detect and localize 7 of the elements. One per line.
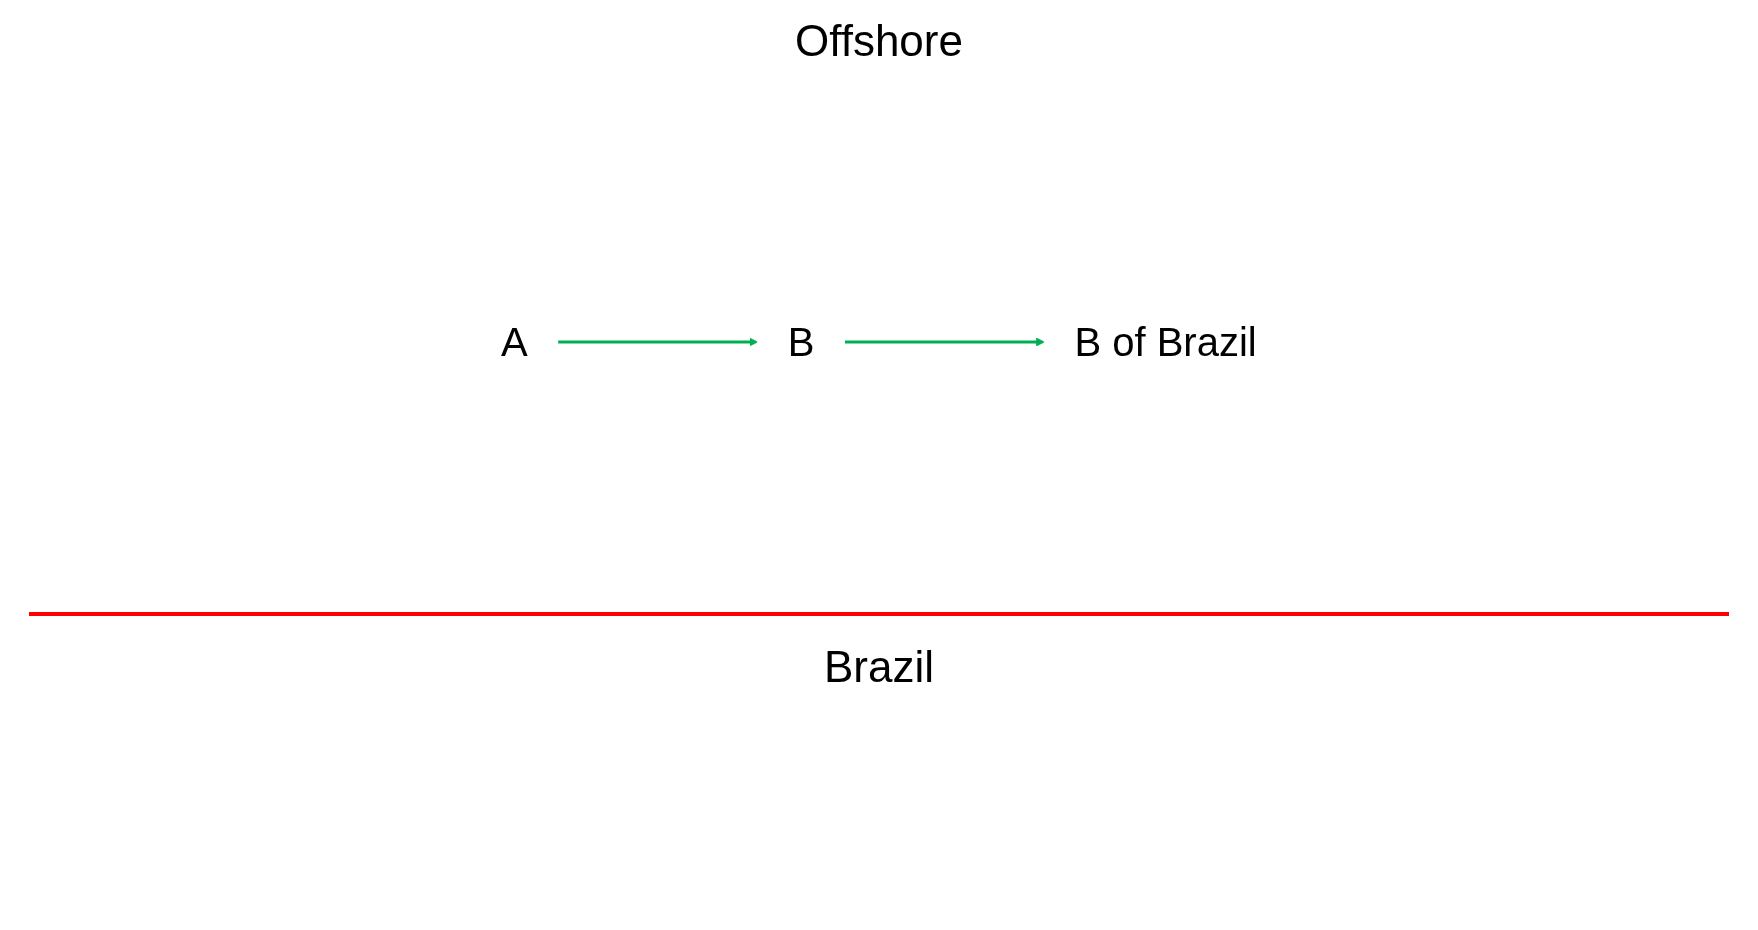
node-text: B of Brazil [1074, 320, 1257, 364]
region-label: Brazil [824, 642, 934, 692]
node-text: B [787, 320, 815, 364]
node-text: A [501, 320, 528, 364]
arrow [844, 337, 1045, 347]
arrow [557, 337, 759, 347]
region-label: Offshore [795, 16, 963, 66]
